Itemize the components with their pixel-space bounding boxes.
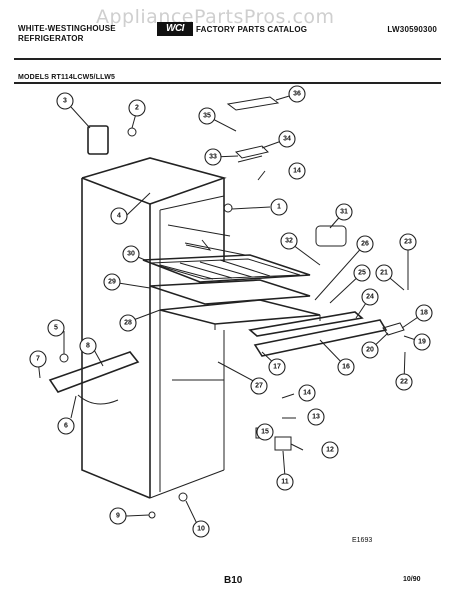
- top-vent-parts: [226, 96, 280, 163]
- door-rails: [248, 311, 405, 357]
- callout-20: 20: [361, 341, 379, 359]
- callout-7: 7: [29, 350, 47, 368]
- callout-label: 26: [361, 241, 369, 248]
- callout-35: 35: [198, 107, 216, 125]
- callout-1: 1: [270, 198, 288, 216]
- callout-16: 16: [337, 358, 355, 376]
- callout-22: 22: [395, 373, 413, 391]
- callout-14-lower: 14: [298, 384, 316, 402]
- cabinet-outline: [81, 157, 246, 499]
- callout-26: 26: [356, 235, 374, 253]
- callout-label: 7: [36, 356, 40, 363]
- callout-18: 18: [415, 304, 433, 322]
- callout-label: 21: [380, 270, 388, 277]
- callout-label: 11: [281, 479, 289, 486]
- callout-36: 36: [288, 85, 306, 103]
- callout-30: 30: [122, 245, 140, 263]
- catalog-title: FACTORY PARTS CATALOG: [196, 25, 308, 34]
- callout-label: 33: [209, 154, 217, 161]
- callout-label: 9: [116, 513, 120, 520]
- models-divider: [14, 82, 441, 84]
- callout-2: 2: [128, 99, 146, 117]
- callout-label: 16: [342, 364, 350, 371]
- callout-label: 34: [283, 136, 291, 143]
- callout-21: 21: [375, 264, 393, 282]
- callout-8: 8: [79, 337, 97, 355]
- callout-label: 12: [326, 447, 334, 454]
- callout-27: 27: [250, 377, 268, 395]
- callout-label: 20: [366, 347, 374, 354]
- bottom-cover: [48, 351, 140, 405]
- callout-label: 4: [117, 213, 121, 220]
- callout-label: 30: [127, 251, 135, 258]
- callout-11: 11: [276, 473, 294, 491]
- callout-17: 17: [268, 358, 286, 376]
- model-numbers: MODELS RT114LCW5/LLW5: [18, 74, 116, 81]
- callout-label: 36: [293, 91, 301, 98]
- callout-label: 5: [54, 325, 58, 332]
- callout-label: 25: [358, 270, 366, 277]
- callout-12: 12: [321, 441, 339, 459]
- callout-label: 14: [293, 168, 301, 175]
- callout-label: 29: [108, 279, 116, 286]
- leader-lines: [37, 93, 425, 529]
- callout-label: 27: [255, 383, 263, 390]
- callout-label: 13: [312, 414, 320, 421]
- callout-10: 10: [192, 520, 210, 538]
- header-divider: [14, 58, 441, 60]
- callout-label: 6: [64, 423, 68, 430]
- callout-3: 3: [56, 92, 74, 110]
- callout-19: 19: [413, 333, 431, 351]
- brand-name: WHITE-WESTINGHOUSE: [18, 24, 116, 33]
- callout-label: 3: [63, 98, 67, 105]
- callout-label: 1: [277, 204, 281, 211]
- callout-label: 23: [404, 239, 412, 246]
- callout-label: 31: [340, 209, 348, 216]
- callout-label: 14: [303, 390, 311, 397]
- callout-label: 10: [197, 526, 205, 533]
- callout-24: 24: [361, 288, 379, 306]
- callout-label: 22: [400, 379, 408, 386]
- callout-label: 24: [366, 294, 374, 301]
- callout-31: 31: [335, 203, 353, 221]
- callout-5: 5: [47, 319, 65, 337]
- callout-23: 23: [399, 233, 417, 251]
- callout-25: 25: [353, 264, 371, 282]
- callout-label: 19: [418, 339, 426, 346]
- callout-15: 15: [256, 423, 274, 441]
- callout-label: 8: [86, 343, 90, 350]
- callout-34: 34: [278, 130, 296, 148]
- product-type: REFRIGERATOR: [18, 34, 84, 43]
- brand-block: WHITE-WESTINGHOUSE REFRIGERATOR: [18, 24, 116, 44]
- callout-label: 28: [124, 320, 132, 327]
- callout-14-upper: 14: [288, 162, 306, 180]
- callout-28: 28: [119, 314, 137, 332]
- callout-33: 33: [204, 148, 222, 166]
- callout-32: 32: [280, 232, 298, 250]
- callout-label: 15: [261, 429, 269, 436]
- document-number: LW30590300: [387, 25, 437, 34]
- callout-label: 32: [285, 238, 293, 245]
- callout-label: 35: [203, 113, 211, 120]
- callout-29: 29: [103, 273, 121, 291]
- revision-date: 10/90: [403, 576, 421, 583]
- page-code: B10: [224, 575, 243, 586]
- callout-label: 17: [273, 364, 281, 371]
- figure-code: E1693: [352, 537, 373, 544]
- watermark: AppliancePartsPros.com: [96, 6, 335, 28]
- callout-4: 4: [110, 207, 128, 225]
- shelf-assembly: [142, 239, 321, 330]
- callout-6: 6: [57, 417, 75, 435]
- callout-13: 13: [307, 408, 325, 426]
- callout-9: 9: [109, 507, 127, 525]
- manufacturer-logo: WCI: [157, 22, 193, 36]
- callout-label: 18: [420, 310, 428, 317]
- callout-label: 2: [135, 105, 139, 112]
